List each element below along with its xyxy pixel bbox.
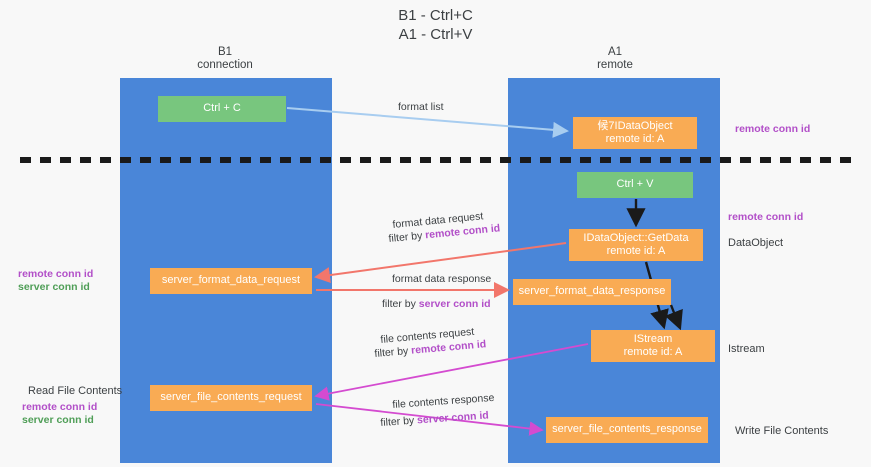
- side-label-read-file-contents: Read File Contents: [28, 385, 123, 397]
- filter-prefix: filter by: [374, 344, 412, 360]
- annotation-left-conn-ids-bottom: remote conn id server conn id: [22, 401, 97, 427]
- filter-key: server conn id: [418, 298, 491, 310]
- annotation-server-conn-id-left-2: server conn id: [22, 414, 94, 426]
- annotation-remote-conn-id-top: remote conn id: [735, 123, 811, 135]
- filter-prefix: filter by: [380, 414, 418, 429]
- box-ctrl-c[interactable]: Ctrl + C: [158, 96, 286, 122]
- flow-label-file-contents-response: file contents response: [392, 391, 495, 411]
- filter-prefix: filter by: [382, 298, 419, 310]
- box-server-format-data-request[interactable]: server_format_data_request: [150, 268, 312, 294]
- box-istream-remote[interactable]: IStream remote id: A: [591, 330, 715, 362]
- column-header-b1: B1 connection: [197, 46, 253, 71]
- annotation-remote-conn-id-mid: remote conn id: [728, 211, 804, 223]
- column-header-a1: A1 remote: [597, 46, 633, 71]
- filter-prefix: filter by: [388, 229, 426, 245]
- side-label-write-file-contents: Write File Contents: [735, 425, 829, 437]
- flow-label-format-data-response-filter: filter by server conn id: [382, 298, 491, 311]
- annotation-server-conn-id-left: server conn id: [18, 281, 90, 293]
- filter-key: server conn id: [416, 409, 490, 427]
- annotation-left-conn-ids-top: remote conn id server conn id: [18, 268, 93, 294]
- flow-label-file-contents-response-filter: filter by server conn id: [380, 409, 489, 430]
- box-server-file-contents-request[interactable]: server_file_contents_request: [150, 385, 312, 411]
- diagram-title: B1 - Ctrl+C A1 - Ctrl+V: [398, 7, 473, 43]
- flow-label-format-data-response: format data response: [392, 273, 492, 285]
- box-server-file-contents-response[interactable]: server_file_contents_response: [546, 417, 708, 443]
- box-idataobject-getdata[interactable]: IDataObject::GetData remote id: A: [569, 229, 703, 261]
- side-label-istream: Istream: [728, 343, 765, 355]
- annotation-remote-conn-id-left-2: remote conn id: [22, 401, 98, 413]
- box-server-format-data-response[interactable]: server_format_data_response: [513, 279, 671, 305]
- annotation-remote-conn-id-left: remote conn id: [18, 268, 94, 280]
- flow-label-format-list: format list: [398, 101, 444, 113]
- box-idataobject-remote[interactable]: 候7IDataObject remote id: A: [573, 117, 697, 149]
- box-ctrl-v[interactable]: Ctrl + V: [577, 172, 693, 198]
- side-label-dataobject: DataObject: [728, 237, 784, 249]
